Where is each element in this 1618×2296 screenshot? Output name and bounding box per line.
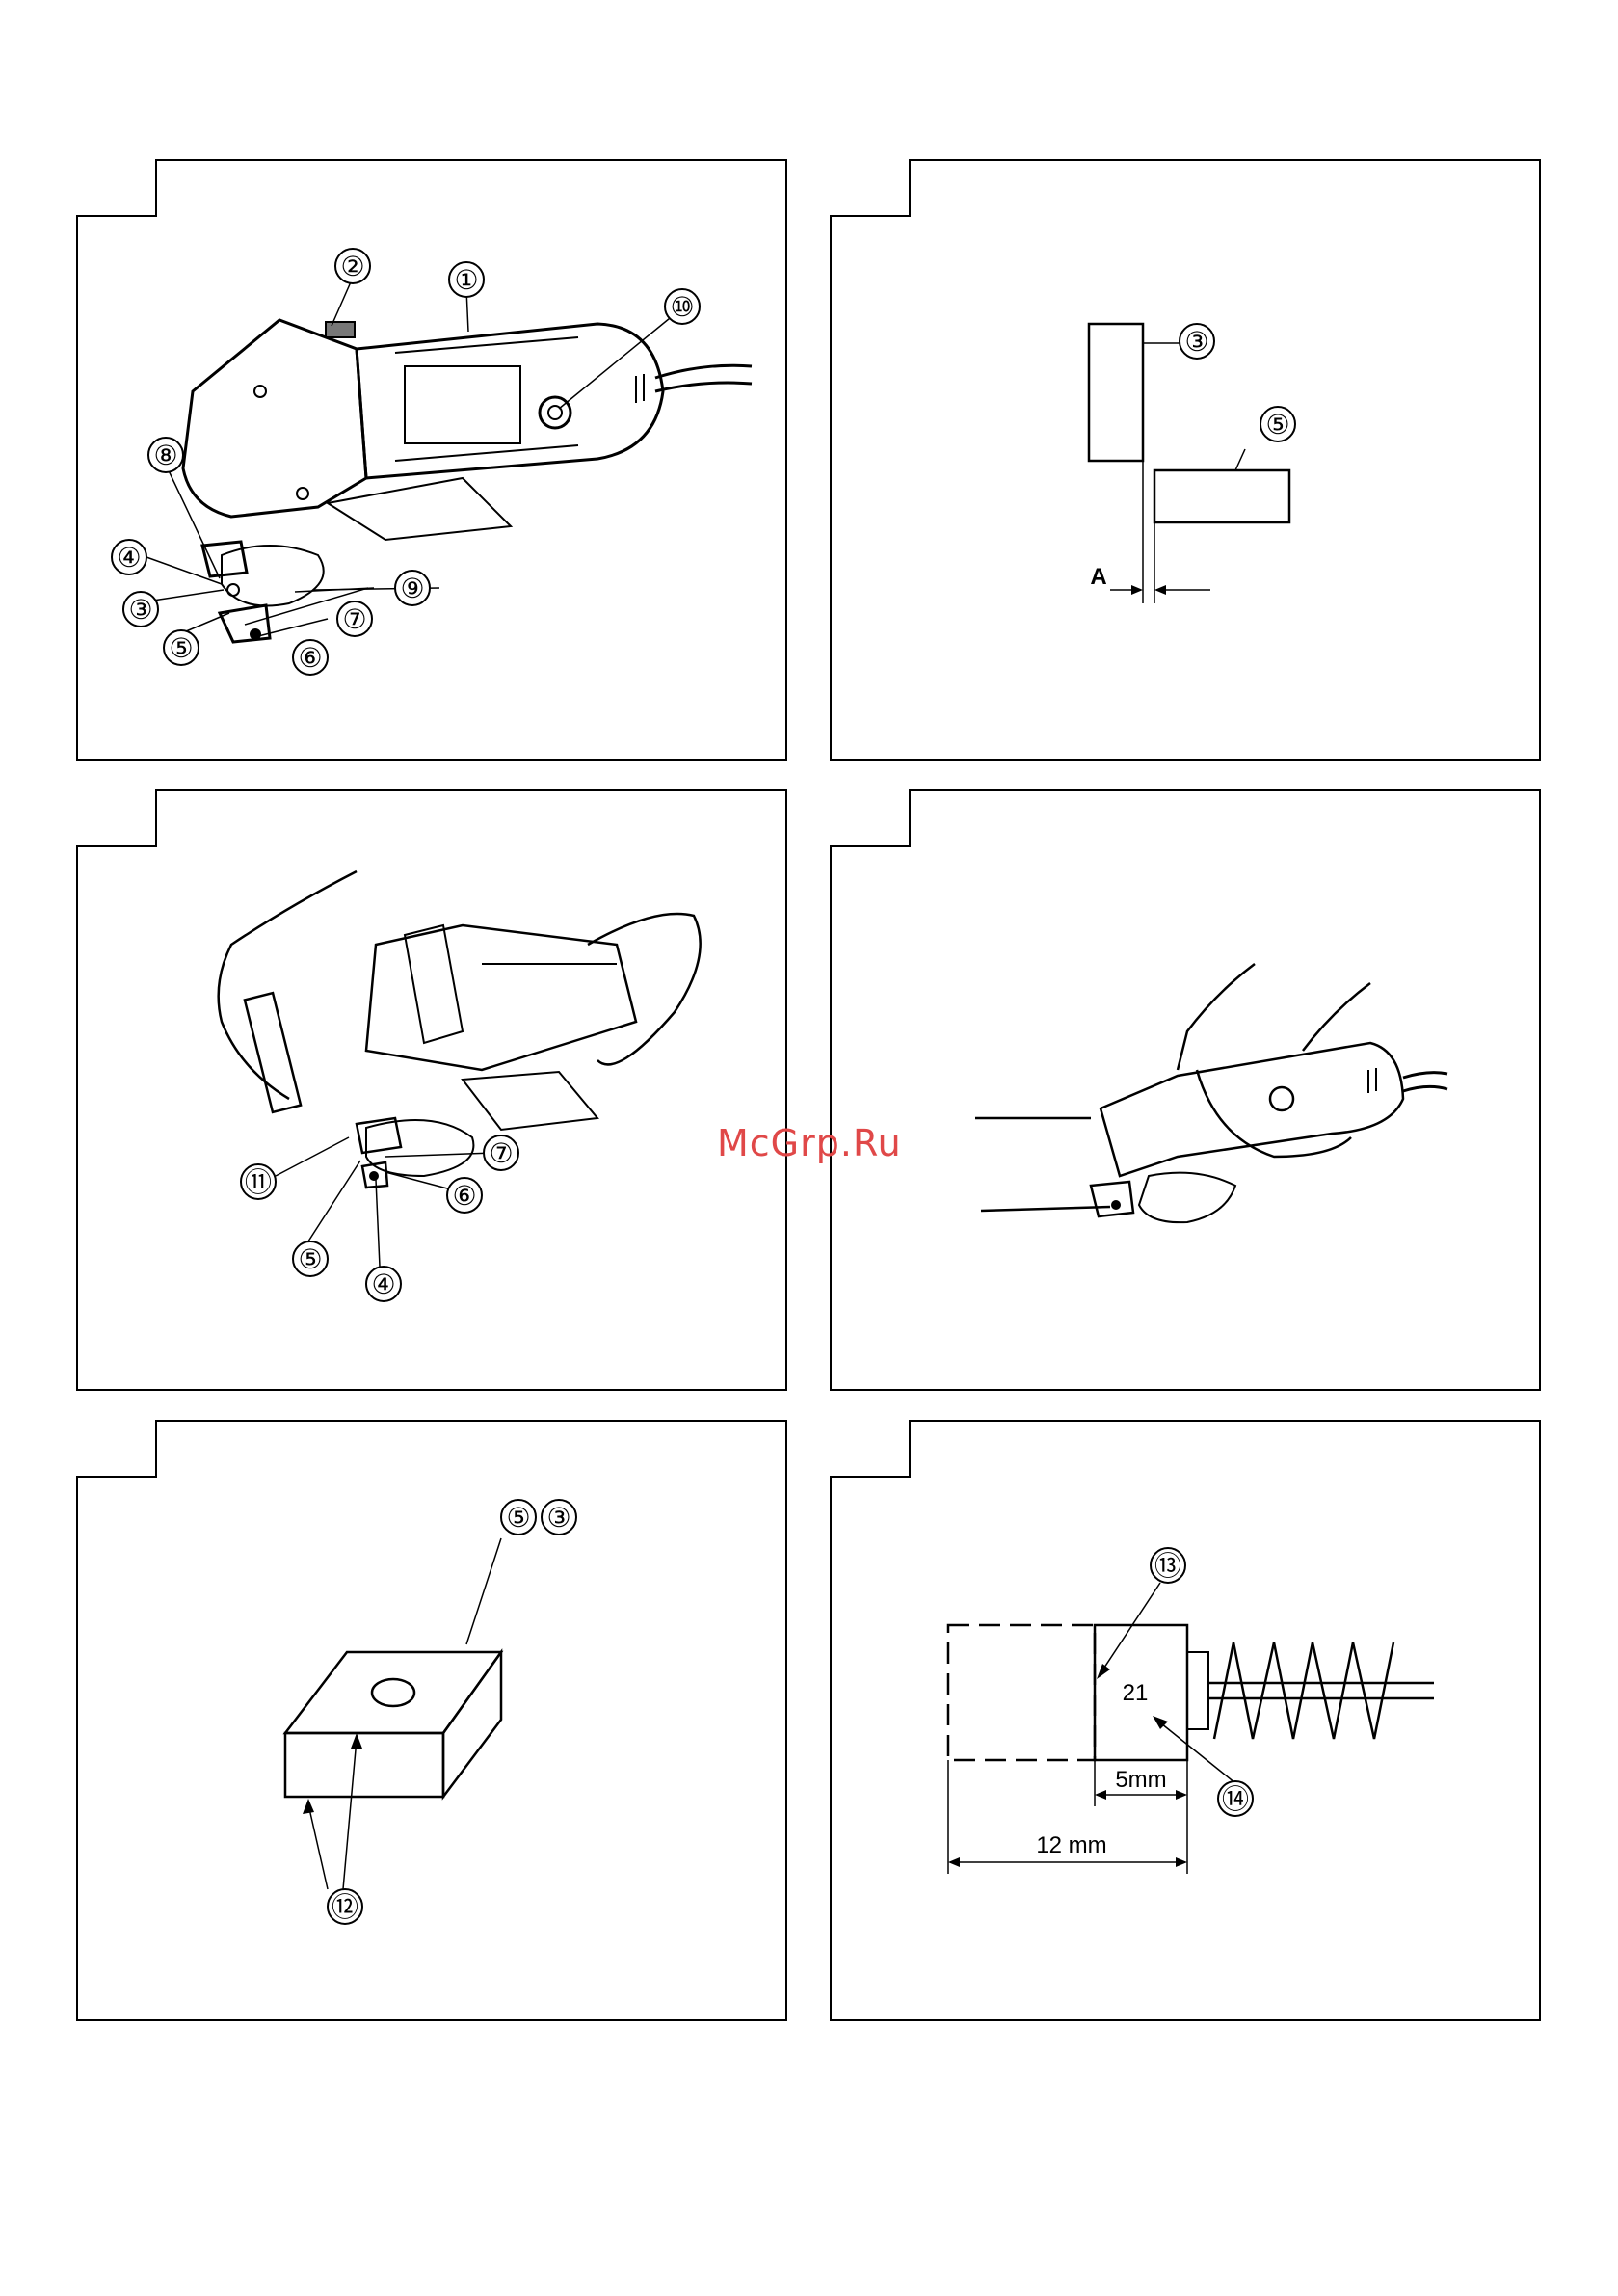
figure-panel-4 xyxy=(831,790,1544,1394)
panel-1-drawing: ① ② ③ ④ ⑤ ⑥ ⑦ ⑧ ⑨ ⑩ xyxy=(77,160,790,763)
callout-5-text: ⑤ xyxy=(169,633,193,663)
brush-number: 21 xyxy=(1123,1680,1149,1706)
callout-12-text: ⑫ xyxy=(332,1892,358,1922)
callout-2-text: ② xyxy=(340,252,364,281)
callout-3-text: ③ xyxy=(1184,327,1208,357)
figure-panel-6: ⑬ ⑭ 21 5mm 12 mm xyxy=(831,1421,1544,2024)
callout-6-text: ⑥ xyxy=(452,1181,476,1211)
lower-blade-block xyxy=(1154,470,1289,522)
dimension-5mm: 5mm xyxy=(1115,1767,1166,1793)
callout-5-text: ⑤ xyxy=(1265,410,1289,440)
callout-4-text: ④ xyxy=(371,1269,395,1299)
panel-4-drawing xyxy=(831,790,1544,1394)
callout-10-text: ⑩ xyxy=(670,292,694,322)
callout-8-text: ⑧ xyxy=(153,441,177,470)
callout-14-text: ⑭ xyxy=(1222,1784,1249,1814)
callout-6-text: ⑥ xyxy=(298,643,322,673)
panel-2-drawing: ③ ⑤ A xyxy=(831,160,1544,763)
blade-block xyxy=(285,1733,443,1797)
clearance-label: A xyxy=(1090,564,1106,590)
watermark-text: McGrp.Ru xyxy=(717,1122,902,1164)
figure-panel-2: ③ ⑤ A xyxy=(831,160,1544,763)
panel-5-drawing: ⑤ ③ ⑫ xyxy=(77,1421,790,2024)
callout-5-text: ⑤ xyxy=(506,1503,530,1533)
panel-3-drawing: ⑪ ⑤ ⑦ ⑥ ④ xyxy=(77,790,790,1394)
callout-4-text: ④ xyxy=(117,543,141,573)
panel-6-drawing: ⑬ ⑭ 21 5mm 12 mm xyxy=(831,1421,1544,2024)
callout-7-text: ⑦ xyxy=(489,1138,513,1168)
callout-9-text: ⑨ xyxy=(400,574,424,603)
callout-3-text: ③ xyxy=(546,1503,570,1533)
figure-panel-5: ⑤ ③ ⑫ xyxy=(77,1421,790,2024)
callout-11-text: ⑪ xyxy=(245,1167,272,1197)
callout-13-text: ⑬ xyxy=(1154,1551,1181,1581)
callout-7-text: ⑦ xyxy=(342,604,366,634)
callout-5-text: ⑤ xyxy=(298,1244,322,1274)
callout-1-text: ① xyxy=(454,265,478,295)
upper-blade-block xyxy=(1089,324,1143,461)
figure-panel-3: ⑪ ⑤ ⑦ ⑥ ④ xyxy=(77,790,790,1394)
dimension-12mm: 12 mm xyxy=(1036,1832,1106,1858)
figure-panel-1: ① ② ③ ④ ⑤ ⑥ ⑦ ⑧ ⑨ ⑩ xyxy=(77,160,790,763)
callout-3-text: ③ xyxy=(128,595,152,625)
